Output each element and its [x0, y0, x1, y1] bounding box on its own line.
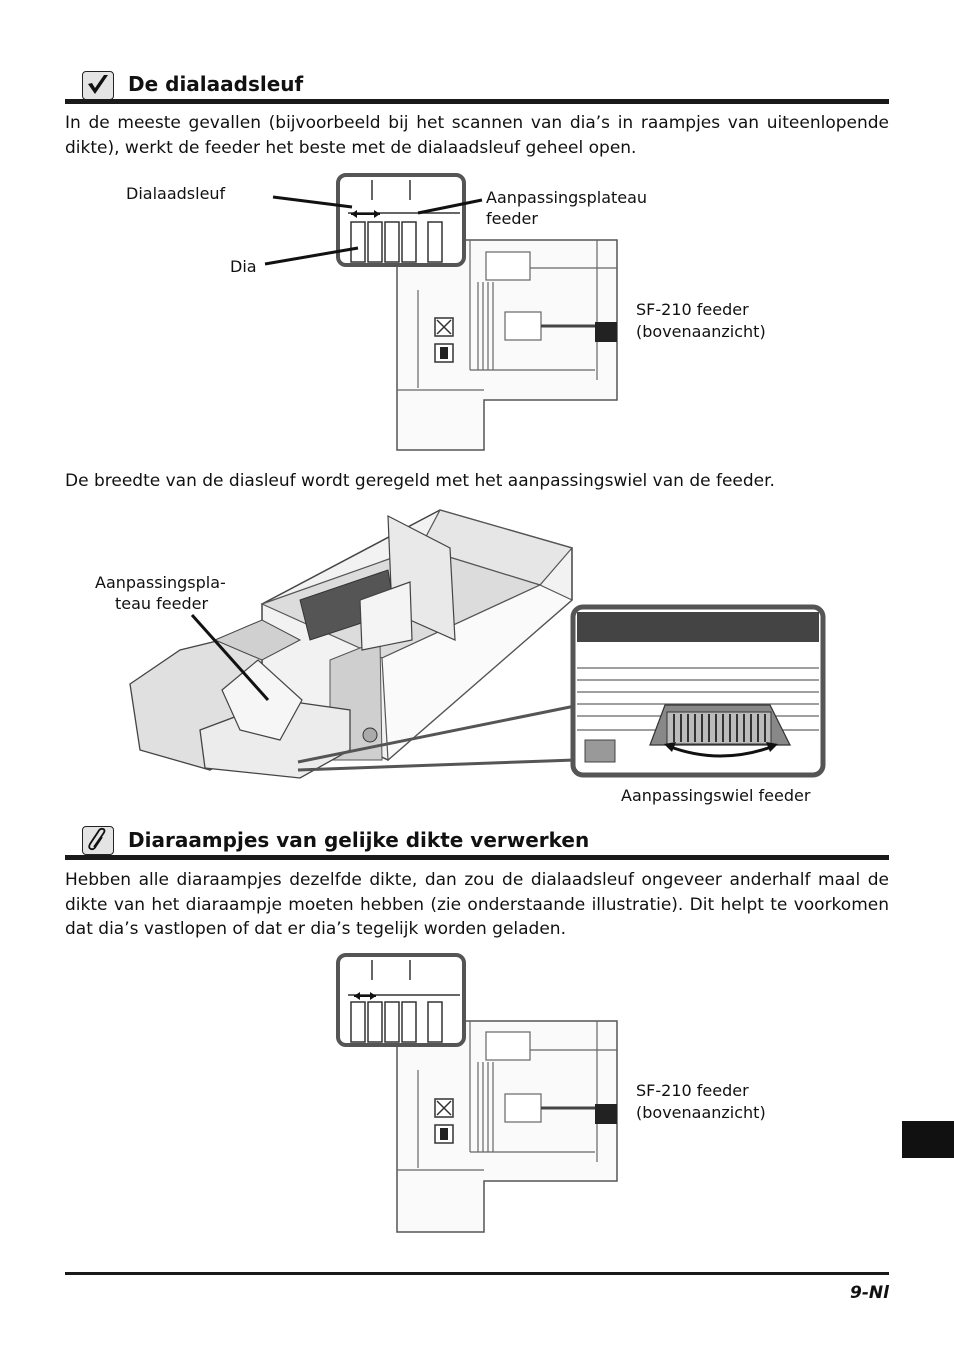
- label-sf210-feeder-2: SF-210 feeder: [636, 1081, 749, 1100]
- label-aanpassingsplateau: Aanpassingsplateau: [486, 188, 648, 207]
- label-bovenaanzicht-2: (bovenaanzicht): [636, 1103, 766, 1122]
- section-title-gelijke-dikte: Diaraampjes van gelijke dikte verwerken: [128, 828, 590, 852]
- label-aanpassingsplateau-feeder-1: Aanpassingspla-: [95, 573, 226, 592]
- section1-paragraph: In de meeste gevallen (bijvoorbeeld bij …: [65, 113, 889, 158]
- paperclip-icon: [82, 826, 114, 855]
- section2-paragraph: Hebben alle diaraampjes dezelfde dikte, …: [65, 870, 889, 939]
- section1-paragraph2: De breedte van de diasleuf wordt geregel…: [65, 471, 775, 491]
- label-aanpassingsplateau-feeder-2: teau feeder: [115, 594, 209, 613]
- checkmark-icon: [82, 71, 114, 100]
- label-bovenaanzicht: (bovenaanzicht): [636, 322, 766, 341]
- section-title-dialaadsleuf: De dialaadsleuf: [128, 72, 304, 96]
- footer-rule: [65, 1272, 889, 1275]
- label-sf210-feeder: SF-210 feeder: [636, 300, 749, 319]
- label-dia: Dia: [230, 257, 257, 276]
- label-aanpassingswiel-feeder: Aanpassingswiel feeder: [621, 786, 811, 805]
- page-number: 9-Nl: [850, 1283, 889, 1303]
- section-rule-2: [65, 855, 889, 860]
- section-rule: [65, 99, 889, 104]
- label-dialaadsleuf: Dialaadsleuf: [126, 184, 226, 203]
- chapter-tab: [902, 1121, 954, 1158]
- label-feeder: feeder: [486, 209, 538, 228]
